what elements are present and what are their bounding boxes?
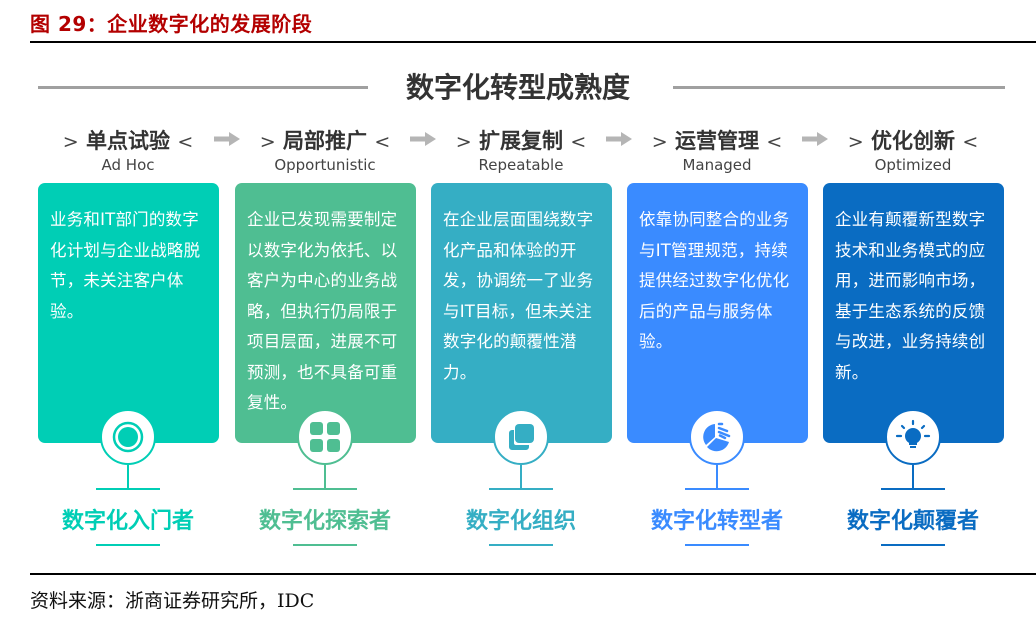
stage-label: 数字化组织 [465,509,576,534]
stage-card-1: 业务和IT部门的数字化计划与企业战略脱节，未关注客户体验。 [38,183,219,443]
title-line-right [673,86,1005,89]
connector-base [293,488,357,490]
stage-label: 数字化探索者 [258,509,391,534]
arrow-right-icon [214,132,240,146]
connector-stem [912,465,914,489]
stage-header-4: > 运营管理 < Managed [617,125,817,174]
stage-header-3: > 扩展复制 < Repeatable [421,125,621,174]
stage-description: 企业有颠覆新型数字技术和业务模式的应用，进而影响市场，基于生态系统的反馈与改进，… [835,210,986,382]
stage-name-en: Opportunistic [274,156,376,174]
stage-name-cn: 优化创新 [871,129,955,153]
label-underline [685,544,749,546]
stage-label: 数字化转型者 [650,509,783,534]
arrow-right-icon [410,132,436,146]
stage-card-2: 企业已发现需要制定以数字化为依托、以客户为中心的业务战略，但执行仍局限于项目层面… [235,183,416,443]
stage-card-5: 企业有颠覆新型数字技术和业务模式的应用，进而影响市场，基于生态系统的反馈与改进，… [823,183,1004,443]
connector-stem [127,465,129,489]
stage-label: 数字化入门者 [61,509,194,534]
connector-base [489,488,553,490]
copy-icon [493,409,549,465]
stage-description: 业务和IT部门的数字化计划与企业战略脱节，未关注客户体验。 [50,210,201,321]
main-title: 数字化转型成熟度 [0,66,1036,106]
stage-name-en: Ad Hoc [101,156,155,174]
stage-header-5: > 优化创新 < Optimized [813,125,1013,174]
connector-base [881,488,945,490]
top-rule [30,41,1036,43]
connector-base [685,488,749,490]
connector-base [96,488,160,490]
stage-header-1: > 单点试验 < Ad Hoc [28,125,228,174]
connector-stem [324,465,326,489]
stage-name-en: Optimized [874,156,952,174]
stage-card-3: 在企业层面围绕数字化产品和体验的开发，协调统一了业务与IT目标，但未关注数字化的… [431,183,612,443]
figure-title: 图 29：企业数字化的发展阶段 [30,12,313,36]
stage-header-2: > 局部推广 < Opportunistic [225,125,425,174]
label-underline [293,544,357,546]
arrow-right-icon [802,132,828,146]
target-icon [100,409,156,465]
bottom-rule [30,573,1036,575]
stage-label: 数字化颠覆者 [846,509,979,534]
stage-name-en: Repeatable [478,156,564,174]
stage-description: 在企业层面围绕数字化产品和体验的开发，协调统一了业务与IT目标，但未关注数字化的… [443,210,594,382]
stage-description: 企业已发现需要制定以数字化为依托、以客户为中心的业务战略，但执行仍局限于项目层面… [247,210,398,412]
title-line-left [38,86,368,89]
stage-name-en: Managed [682,156,752,174]
grid-icon [297,409,353,465]
stage-name-cn: 扩展复制 [479,129,563,153]
stage-description: 依靠协同整合的业务与IT管理规范，持续提供经过数字化优化后的产品与服务体验。 [639,210,790,351]
stage-name-cn: 单点试验 [86,129,170,153]
stage-card-4: 依靠协同整合的业务与IT管理规范，持续提供经过数字化优化后的产品与服务体验。 [627,183,808,443]
source-note: 资料来源：浙商证券研究所，IDC [30,590,315,612]
connector-stem [520,465,522,489]
label-underline [96,544,160,546]
arrow-right-icon [606,132,632,146]
label-underline [881,544,945,546]
pie-chart-icon [689,409,745,465]
stage-name-cn: 运营管理 [675,129,759,153]
stage-name-cn: 局部推广 [283,129,367,153]
label-underline [489,544,553,546]
connector-stem [716,465,718,489]
lightbulb-icon [885,409,941,465]
